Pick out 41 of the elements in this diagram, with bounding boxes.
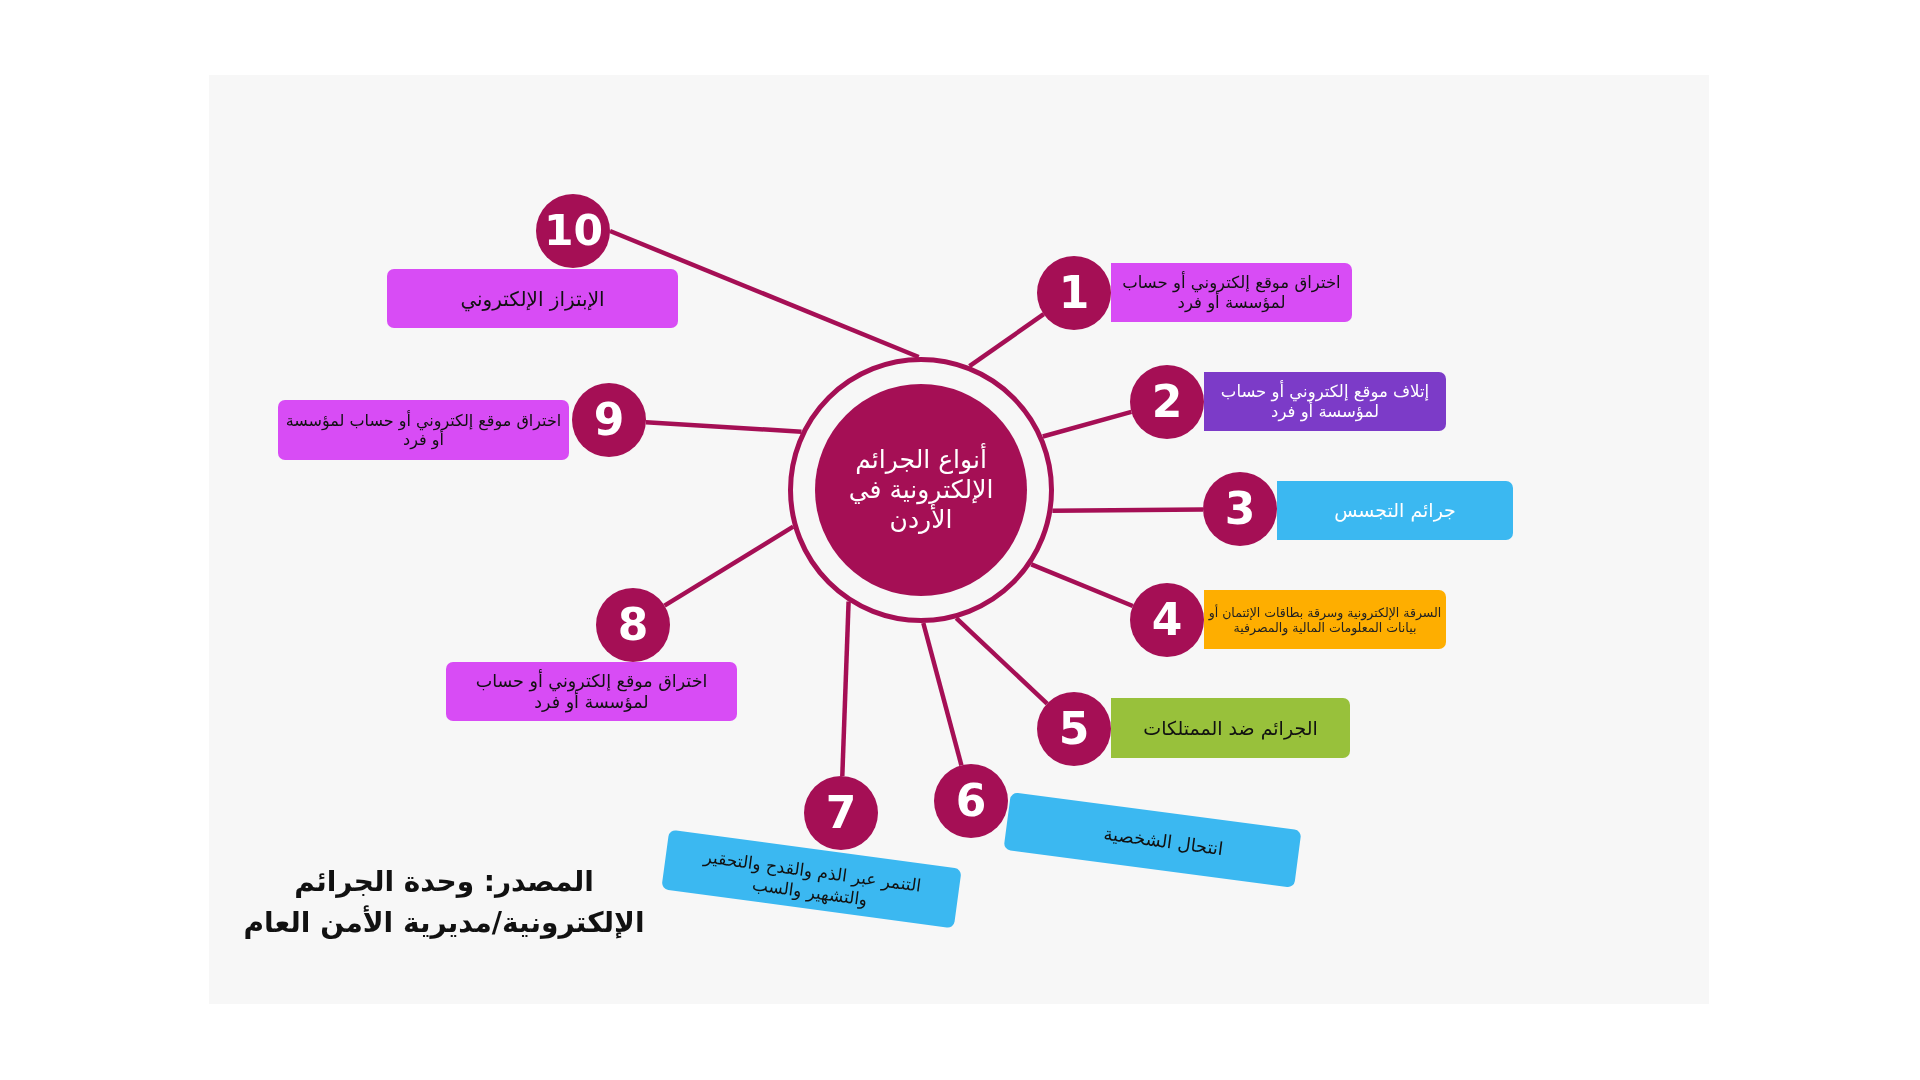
- hub-title: أنواع الجرائم الإلكترونية في الأردن: [847, 445, 995, 535]
- source-note: المصدر: وحدة الجرائم الإلكترونية/مديرية الأمن العام: [242, 864, 646, 941]
- category-label: اختراق موقع إلكتروني أو حساب لمؤسسة أو فرد: [1121, 272, 1342, 313]
- category-label: التنمر عبر الذم والقدح والتحقير والتشهير والسب: [701, 845, 923, 912]
- category-box: [1277, 481, 1513, 540]
- category-label: اختراق موقع إلكتروني أو حساب لمؤسسة أو فرد: [474, 670, 709, 713]
- item-number: 4: [1150, 598, 1184, 642]
- connector-line: [609, 228, 920, 360]
- connector-line: [1052, 507, 1204, 514]
- category-label: انتحال الشخصية: [1101, 821, 1225, 862]
- item-number: 3: [1223, 487, 1257, 531]
- connector-line: [1030, 562, 1134, 609]
- category-box: [1204, 590, 1446, 649]
- category-label: الإبتزاز الإلكتروني: [459, 286, 606, 311]
- connector-line: [921, 622, 964, 766]
- connector-line: [663, 524, 795, 608]
- connector-line: [645, 419, 802, 434]
- connector-line: [1042, 409, 1132, 439]
- connector-line: [840, 601, 851, 777]
- category-box: [387, 269, 678, 328]
- item-number: 8: [616, 603, 650, 647]
- item-number: 6: [954, 779, 988, 823]
- category-box: [1204, 372, 1446, 431]
- category-box: [1111, 698, 1350, 758]
- outer-ring: [788, 357, 1054, 623]
- category-label: السرقة الإلكترونية وسرقة بطاقات الإئتمان أو بيانات المعلومات المالية والمصرفية: [1208, 604, 1442, 635]
- category-box: [278, 400, 569, 460]
- item-number: 7: [824, 791, 858, 835]
- item-number: 9: [592, 398, 626, 442]
- category-label: اختراق موقع إلكتروني أو حساب لمؤسسة أو فرد: [284, 410, 563, 450]
- item-number: 1: [1057, 271, 1091, 315]
- category-box: [446, 662, 737, 721]
- category-label: إتلاف موقع إلكتروني أو حساب لمؤسسة أو فرد: [1219, 381, 1431, 422]
- connector-line: [954, 616, 1049, 706]
- item-number: 5: [1057, 707, 1091, 751]
- category-box: [1111, 263, 1352, 322]
- item-number: 10: [544, 209, 602, 253]
- item-number: 2: [1150, 380, 1184, 424]
- category-label: الجرائم ضد الممتلكات: [1142, 716, 1319, 740]
- category-label: جرائم التجسس: [1333, 499, 1457, 522]
- connector-line: [968, 312, 1045, 369]
